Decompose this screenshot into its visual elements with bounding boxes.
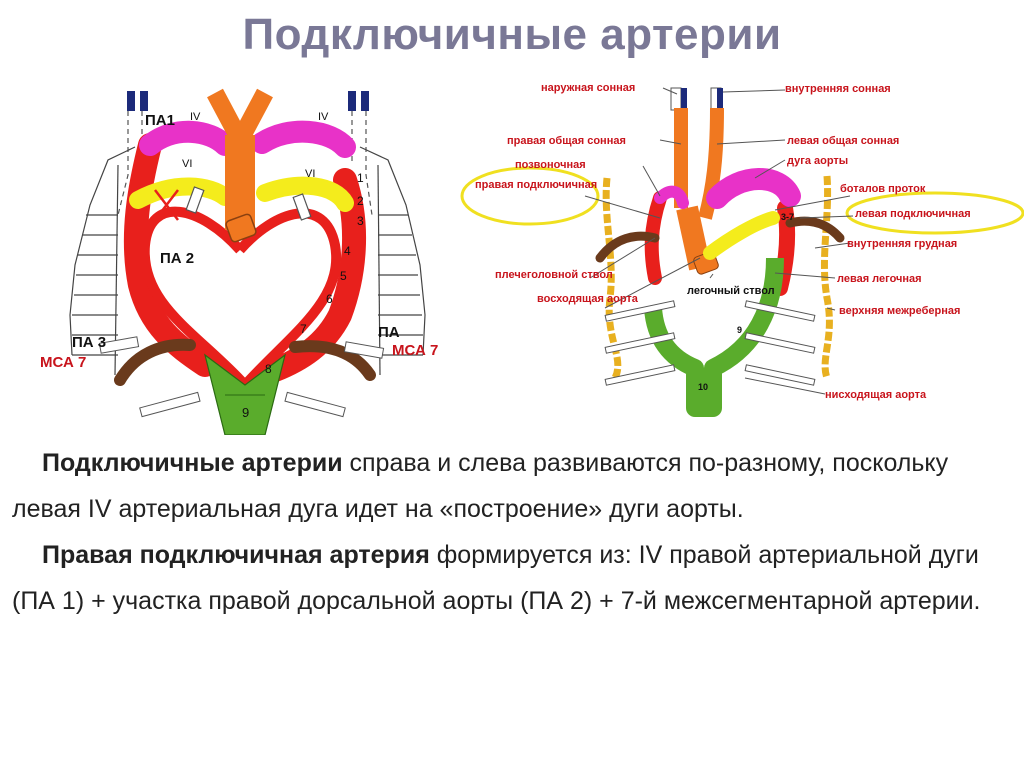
seg-label-5: 5: [340, 269, 347, 283]
seg-label-3-7: 3-7: [781, 212, 794, 222]
brown-branch-right: [785, 216, 845, 243]
label-vi-right: VI: [305, 168, 315, 180]
aortic-arch-magenta: [706, 168, 801, 209]
label-aortic-arch: дуга аорты: [787, 155, 848, 167]
right-arch-iv: [139, 120, 236, 156]
vertebral-right: [820, 175, 833, 380]
seg-label-6: 6: [326, 292, 333, 306]
label-vertebral: позвоночная: [515, 159, 586, 171]
label-right-subclavian: правая подключичная: [475, 179, 597, 191]
seg-label-10: 10: [698, 382, 708, 392]
label-msa7-left: МСА 7: [40, 354, 86, 371]
paragraph-2-bold: Правая подключичная артерия: [42, 541, 430, 569]
ribs-left: [69, 146, 136, 376]
label-right-common-carotid: правая общая сонная: [507, 135, 626, 147]
vertebral-left: [602, 177, 622, 380]
pulmonary-yellow: [703, 211, 780, 260]
left-dorsal-aorta: [263, 168, 367, 382]
label-ductus: боталов проток: [840, 183, 926, 195]
brown-right: [289, 340, 376, 381]
paragraph-1-rest: справа и слева развиваются по-разному, п…: [12, 449, 949, 523]
lower-stub-right: [284, 391, 346, 418]
paragraph-2-rest: формируется из: IV правой артериальной д…: [12, 541, 981, 615]
truncus-cap: [225, 213, 257, 243]
ribs-right: [359, 146, 426, 376]
label-external-carotid: наружная сонная: [541, 82, 635, 94]
highlight-right-subclavian: [460, 166, 600, 226]
seg-label-4: 4: [344, 244, 351, 258]
rib-stubs: [604, 300, 816, 386]
label-superior-intercostal: верхняя межреберная: [839, 305, 960, 317]
magenta-right: [654, 185, 689, 209]
right-subclavian-text: правая подключичная: [475, 179, 597, 191]
label-pa1: ПА1: [145, 112, 175, 129]
ext-carotid-cap: [670, 87, 682, 111]
left-arch-diagram: ПА1 IV IV VI VI ПА 2 ПА 3 МСА 7 ПА МСА 7…: [40, 88, 438, 435]
seg-label-1: 1: [357, 171, 364, 185]
brown-left: [114, 338, 196, 386]
label-internal-carotid: внутренняя сонная: [785, 83, 891, 95]
pa3-stub: [98, 336, 140, 354]
left-arch-vi: [256, 176, 354, 212]
cap-right-inner: [348, 91, 356, 111]
lower-stub-left: [139, 391, 201, 418]
label-msa7-right: МСА 7: [392, 342, 438, 359]
seg-label-3: 3: [357, 214, 364, 228]
right-arch-vi: [129, 177, 234, 209]
seg-label-9-right: 9: [737, 325, 742, 335]
label-left-subclavian: левая подключичная: [855, 208, 971, 220]
right-derivatives-diagram: наружная сонная внутренняя сонная правая…: [460, 82, 1024, 417]
label-iv-left: IV: [190, 111, 201, 123]
paragraph-2: Правая подключичная артерия формируется …: [12, 532, 1012, 624]
label-descending-aorta: нисходящая аорта: [825, 389, 927, 401]
leader-lines: [584, 87, 854, 395]
left-arch-iv: [251, 120, 356, 158]
label-pulmonary-trunk: легочный ствол: [687, 285, 775, 297]
cross-mark: [154, 189, 179, 221]
pa-right-stub: [343, 341, 385, 359]
carotid-left: [698, 107, 724, 220]
label-left-common-carotid: левая общая сонная: [787, 135, 899, 147]
label-ascending-aorta: восходящая аорта: [537, 293, 639, 305]
seg-label-9: 9: [242, 405, 249, 420]
paragraph-1-bold: Подключичные артерии: [42, 449, 343, 477]
label-pa2: ПА 2: [160, 250, 194, 267]
label-iv-right: IV: [318, 111, 329, 123]
seg-label-2: 2: [357, 194, 364, 208]
label-internal-thoracic: внутренняя грудная: [847, 238, 957, 250]
label-left-pulmonary: левая легочная: [837, 273, 922, 285]
label-brachiocephalic: плечеголовной ствол: [495, 269, 613, 281]
label-pa3: ПА 3: [72, 334, 106, 351]
brown-branch-left: [595, 231, 660, 263]
cap-right-outer: [361, 91, 369, 111]
paragraph-1: Подключичные артерии справа и слева разв…: [12, 440, 1012, 532]
slide-title: Подключичные артерии: [242, 10, 782, 59]
cap-left-outer: [127, 91, 135, 111]
seg-label-7: 7: [300, 322, 307, 336]
seg-label-8: 8: [265, 362, 272, 376]
highlight-left-subclavian: [845, 191, 1024, 235]
cap-left-inner: [140, 91, 148, 111]
stub-vi-right: [292, 193, 312, 221]
stub-vi-left: [185, 186, 205, 214]
label-pa-right: ПА: [378, 324, 400, 341]
body-text: Подключичные артерии справа и слева разв…: [12, 440, 1012, 624]
label-vi-left: VI: [182, 158, 192, 170]
